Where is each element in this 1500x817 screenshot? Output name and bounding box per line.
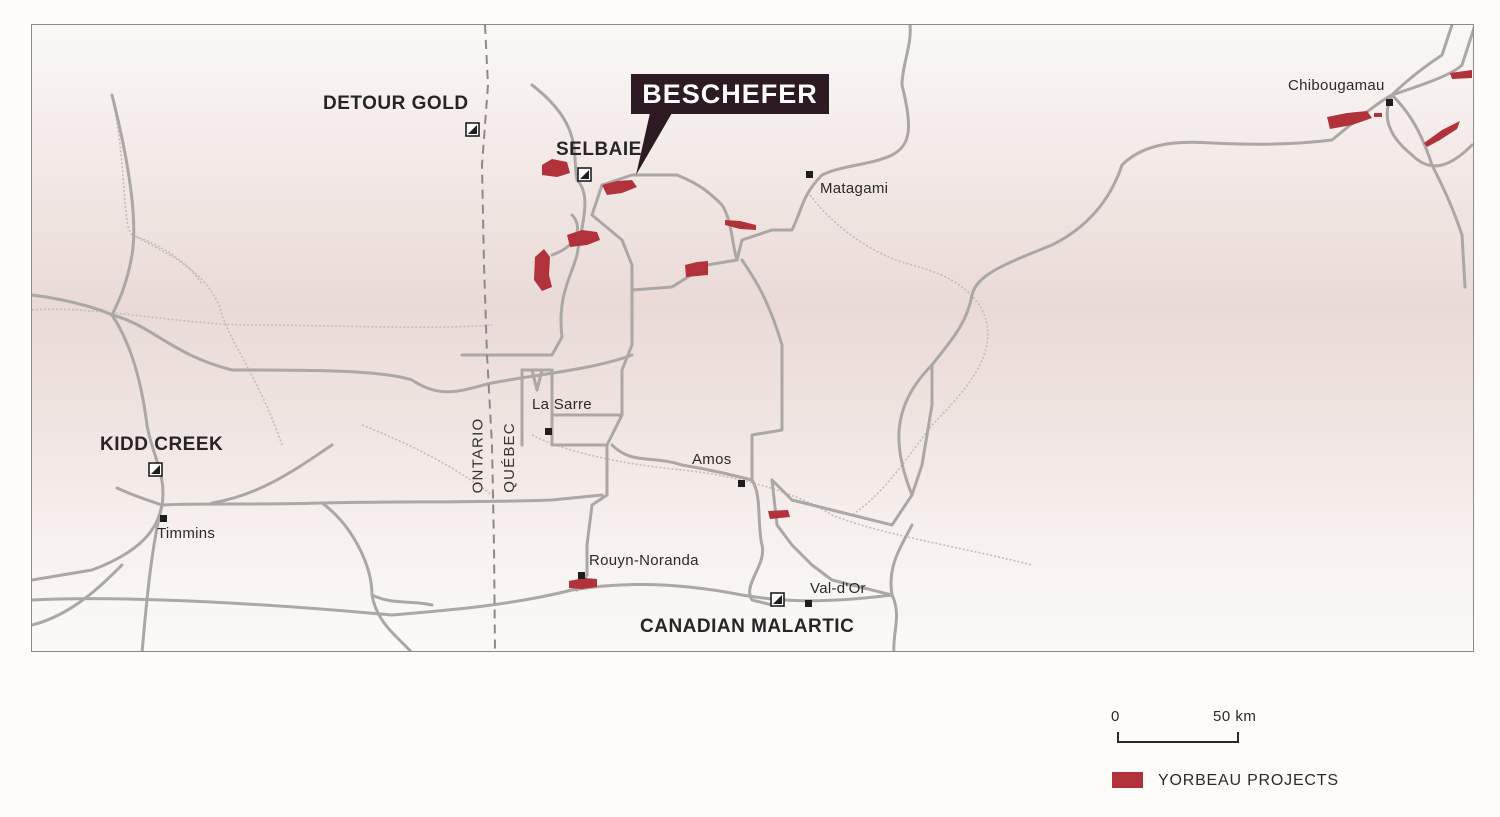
project-beschefer bbox=[602, 180, 637, 195]
project-rouyn bbox=[569, 578, 597, 589]
province-label-ontario: ONTARIO bbox=[469, 417, 487, 494]
yorbeau-projects bbox=[534, 70, 1472, 589]
map-frame bbox=[31, 24, 1474, 652]
town-marker-matagami bbox=[806, 171, 813, 178]
scale-line bbox=[1117, 732, 1239, 743]
provincial-border bbox=[480, 25, 496, 651]
town-label-matagami: Matagami bbox=[820, 180, 889, 197]
project-chibougamau-dash bbox=[1374, 113, 1382, 117]
town-marker-amos bbox=[738, 480, 745, 487]
town-marker-chibougamau bbox=[1386, 99, 1393, 106]
project-west-selbaie bbox=[542, 159, 570, 177]
mine-icon-kidd-creek bbox=[148, 462, 163, 477]
map-canvas bbox=[32, 25, 1473, 651]
town-label-val-dor: Val-d'Or bbox=[810, 580, 866, 597]
town-marker-timmins bbox=[160, 515, 167, 522]
project-south-selbaie bbox=[567, 230, 600, 247]
roads bbox=[32, 25, 1473, 651]
town-label-amos: Amos bbox=[692, 451, 732, 468]
scale-start-label: 0 bbox=[1111, 708, 1120, 725]
scale-bar: 0 50 km bbox=[1100, 705, 1260, 745]
town-label-la-sarre: La Sarre bbox=[532, 396, 592, 413]
project-chibougamau-west bbox=[1327, 111, 1372, 129]
project-arc bbox=[534, 249, 552, 291]
railways bbox=[32, 94, 1033, 566]
mine-icon-canadian-malartic bbox=[770, 592, 785, 607]
project-chibougamau-east bbox=[1424, 121, 1460, 147]
town-markers bbox=[160, 99, 1393, 607]
mine-label-selbaie: SELBAIE bbox=[556, 139, 642, 160]
mine-icon-detour-gold bbox=[465, 122, 480, 137]
mine-label-detour-gold: DETOUR GOLD bbox=[323, 93, 469, 114]
town-marker-la-sarre bbox=[545, 428, 552, 435]
legend-swatch bbox=[1112, 772, 1143, 788]
town-label-timmins: Timmins bbox=[157, 525, 216, 542]
town-label-chibougamau: Chibougamau bbox=[1288, 77, 1385, 94]
province-label-quebec: QUÉBEC bbox=[500, 422, 518, 493]
project-chibougamau-ne bbox=[1450, 70, 1472, 79]
beschefer-pointer bbox=[636, 113, 672, 175]
project-east bbox=[685, 261, 708, 277]
town-label-rouyn-noranda: Rouyn-Noranda bbox=[589, 552, 699, 569]
scale-end-label: 50 km bbox=[1213, 708, 1257, 725]
beschefer-callout: BESCHEFER bbox=[631, 74, 829, 114]
legend-label: YORBEAU PROJECTS bbox=[1158, 772, 1339, 789]
town-marker-rouyn-noranda bbox=[578, 572, 585, 579]
mine-label-kidd-creek: KIDD CREEK bbox=[100, 434, 224, 455]
project-amos-south bbox=[768, 510, 790, 519]
mine-icon-selbaie bbox=[577, 167, 592, 182]
mine-label-canadian-malartic: CANADIAN MALARTIC bbox=[640, 616, 855, 637]
town-marker-val-dor bbox=[805, 600, 812, 607]
project-matagami-west bbox=[725, 220, 756, 230]
mine-markers bbox=[148, 122, 785, 607]
